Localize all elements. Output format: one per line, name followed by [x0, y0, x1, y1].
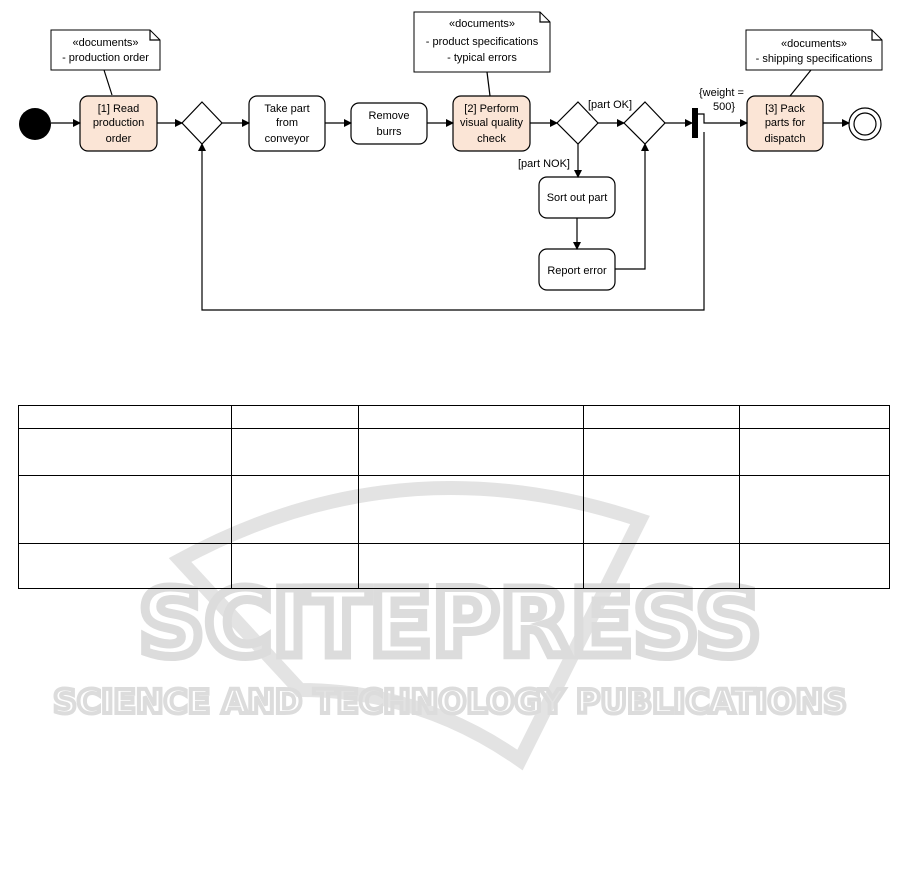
svg-text:dispatch: dispatch [765, 133, 806, 145]
table-cell [739, 428, 890, 476]
data-table [18, 405, 890, 589]
svg-text:[1] Read: [1] Read [98, 103, 140, 115]
svg-text:parts for: parts for [765, 117, 806, 129]
table-cell [583, 428, 741, 476]
note-line: - product specifications [426, 36, 539, 48]
final-node [848, 107, 882, 141]
table-row [18, 428, 890, 476]
table-cell [357, 405, 585, 429]
guard-part-nok: [part NOK] [518, 158, 570, 170]
action-report-error: Report error [538, 248, 616, 291]
svg-text:from: from [276, 117, 298, 129]
table-row [18, 475, 890, 544]
note-shipping-specifications: «documents» - shipping specifications [745, 29, 883, 71]
svg-text:conveyor: conveyor [265, 133, 310, 145]
svg-text:[2] Perform: [2] Perform [464, 103, 518, 115]
action-read-production-order: [1] Read production order [79, 95, 158, 152]
table-cell [739, 475, 890, 544]
guard-part-ok: [part OK] [588, 99, 632, 111]
svg-text:Take part: Take part [264, 103, 309, 115]
note-connector [486, 71, 491, 97]
table-cell [583, 405, 741, 429]
table-cell [583, 475, 741, 544]
note-production-order: «documents» - production order [50, 29, 161, 71]
table-cell [739, 543, 890, 589]
svg-text:Remove: Remove [369, 110, 410, 122]
table-cell [18, 475, 232, 544]
table-row [18, 405, 890, 429]
table-cell [18, 543, 232, 589]
table-cell [357, 428, 585, 476]
table-cell [739, 405, 890, 429]
control-flow [615, 143, 649, 270]
note-line: - typical errors [447, 52, 517, 64]
table-cell [230, 543, 359, 589]
table-cell [357, 475, 585, 544]
table-cell [230, 475, 359, 544]
svg-text:[3] Pack: [3] Pack [765, 103, 805, 115]
action-perform-visual-quality-check: [2] Perform visual quality check [452, 95, 531, 152]
loop-back-flow [198, 132, 705, 311]
svg-text:Report error: Report error [547, 265, 607, 277]
table-cell [18, 405, 232, 429]
note-line: «documents» [449, 18, 515, 30]
table-cell [357, 543, 585, 589]
svg-text:visual quality: visual quality [460, 117, 523, 129]
action-pack-parts-for-dispatch: [3] Pack parts for dispatch [746, 95, 824, 152]
table-cell [583, 543, 741, 589]
activity-diagram: «documents» - production order «document… [19, 11, 883, 311]
svg-text:production: production [93, 117, 144, 129]
table-cell [230, 428, 359, 476]
note-line: «documents» [72, 37, 138, 49]
note-line: - production order [62, 52, 149, 64]
table-row [18, 543, 890, 589]
svg-text:order: order [106, 133, 132, 145]
table-cell [18, 428, 232, 476]
action-sort-out-part: Sort out part [538, 176, 616, 219]
svg-text:check: check [477, 133, 506, 145]
initial-node [19, 108, 51, 140]
svg-text:Sort out part: Sort out part [547, 192, 608, 204]
guard-weight-line: 500} [713, 101, 735, 113]
guard-weight-line: {weight = [699, 87, 744, 99]
note-line: «documents» [781, 38, 847, 50]
note-connector [789, 69, 812, 97]
control-flow [698, 113, 748, 127]
join-bar [692, 108, 698, 138]
note-line: - shipping specifications [756, 53, 873, 65]
action-take-part-from-conveyor: Take part from conveyor [248, 95, 326, 152]
action-remove-burrs: Remove burrs [350, 102, 428, 145]
watermark-subtitle: SCIENCE AND TECHNOLOGY PUBLICATIONS [53, 682, 847, 721]
merge-node-loop [181, 101, 223, 145]
note-product-specifications: «documents» - product specifications - t… [413, 11, 551, 73]
note-connector [103, 69, 113, 96]
table-cell [230, 405, 359, 429]
svg-text:burrs: burrs [376, 126, 402, 138]
